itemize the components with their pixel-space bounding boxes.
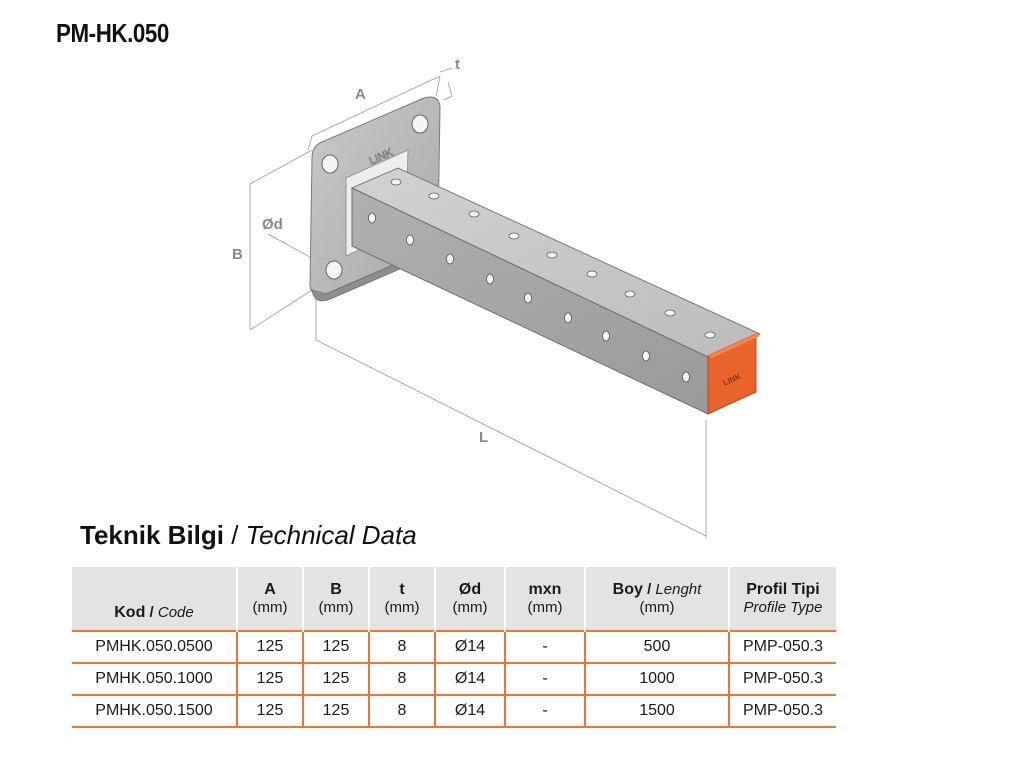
cell-b: 125 [303,663,370,696]
col-header-length: Boy / Lenght(mm) [585,567,730,631]
section-title-en: Technical Data [245,520,417,550]
cell-profile: PMP-050.3 [729,663,836,696]
dim-label-l: L [479,429,488,446]
cell-d: Ø14 [435,631,506,664]
cell-mxn: - [505,663,586,696]
cell-length: 500 [585,631,730,664]
cell-b: 125 [303,631,370,664]
cell-code: PMHK.050.0500 [72,631,238,664]
cell-t: 8 [369,663,436,696]
cell-mxn: - [505,631,586,664]
cell-code: PMHK.050.1000 [72,663,238,696]
col-header-b: B(mm) [303,567,370,631]
cell-a: 125 [237,695,304,728]
cell-profile: PMP-050.3 [729,695,836,728]
cell-length: 1500 [585,695,730,728]
cell-code: PMHK.050.1500 [72,695,238,728]
cell-profile: PMP-050.3 [729,631,836,664]
section-title-tr: Teknik Bilgi [80,520,224,550]
cell-t: 8 [369,631,436,664]
cell-t: 8 [369,695,436,728]
dim-label-a: A [355,86,366,103]
technical-data-table: Kod / Code A(mm) B(mm) t(mm) Ød(mm) mxn(… [72,567,836,728]
product-code-title: PM-HK.050 [56,18,169,48]
square-tube: LINK [350,167,762,415]
cell-mxn: - [505,695,586,728]
section-title-sep: / [224,520,246,550]
col-header-mxn: mxn(mm) [505,567,586,631]
col-header-code: Kod / Code [72,567,238,631]
cell-a: 125 [237,663,304,696]
cell-d: Ø14 [435,663,506,696]
cell-length: 1000 [585,663,730,696]
col-header-d: Ød(mm) [435,567,506,631]
col-header-t: t(mm) [369,567,436,631]
cell-a: 125 [237,631,304,664]
table-header-row: Kod / Code A(mm) B(mm) t(mm) Ød(mm) mxn(… [72,567,836,631]
dim-label-t: t [455,56,460,73]
cell-d: Ø14 [435,695,506,728]
bracket-drawing: LINK [232,56,762,538]
section-title: Teknik Bilgi / Technical Data [80,520,417,551]
dim-label-b: B [232,246,243,263]
table-row: PMHK.050.1500 125 125 8 Ø14 - 1500 PMP-0… [72,695,836,728]
table-row: PMHK.050.0500 125 125 8 Ø14 - 500 PMP-05… [72,631,836,664]
cell-b: 125 [303,695,370,728]
col-header-a: A(mm) [237,567,304,631]
dim-label-d: Ød [262,216,283,233]
table-row: PMHK.050.1000 125 125 8 Ø14 - 1000 PMP-0… [72,663,836,696]
